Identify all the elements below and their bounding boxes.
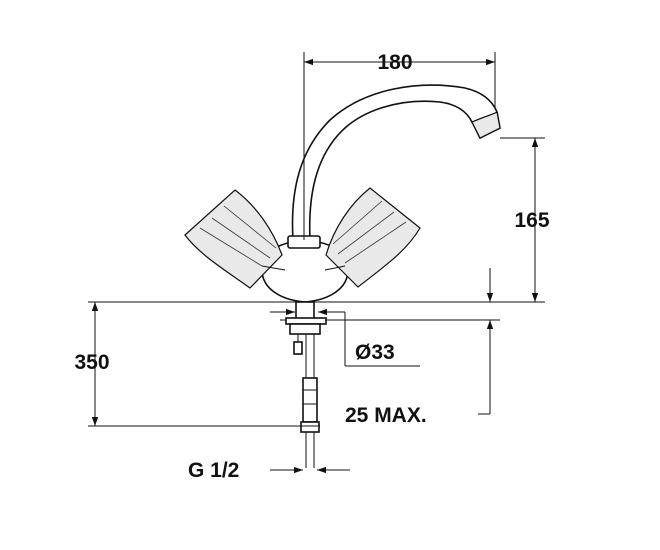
faucet-body — [261, 235, 349, 303]
supply-hose — [300, 372, 320, 468]
label-hole-diameter: Ø33 — [355, 341, 395, 364]
dimension-hole-diameter — [270, 308, 420, 367]
label-hose-length: 350 — [74, 351, 109, 374]
dimension-max-thickness — [478, 268, 494, 415]
label-max-thickness: 25 MAX. — [345, 404, 427, 427]
dimension-spout-reach — [303, 52, 496, 240]
right-handle — [324, 187, 421, 288]
label-spout-reach: 180 — [377, 51, 412, 74]
left-handle — [184, 189, 286, 289]
dimension-hose-length — [88, 302, 320, 427]
dimension-spout-height — [500, 137, 545, 302]
spout — [291, 84, 501, 241]
mounting-shank — [285, 301, 327, 372]
label-spout-height: 165 — [514, 209, 549, 232]
label-thread: G 1/2 — [188, 459, 239, 482]
